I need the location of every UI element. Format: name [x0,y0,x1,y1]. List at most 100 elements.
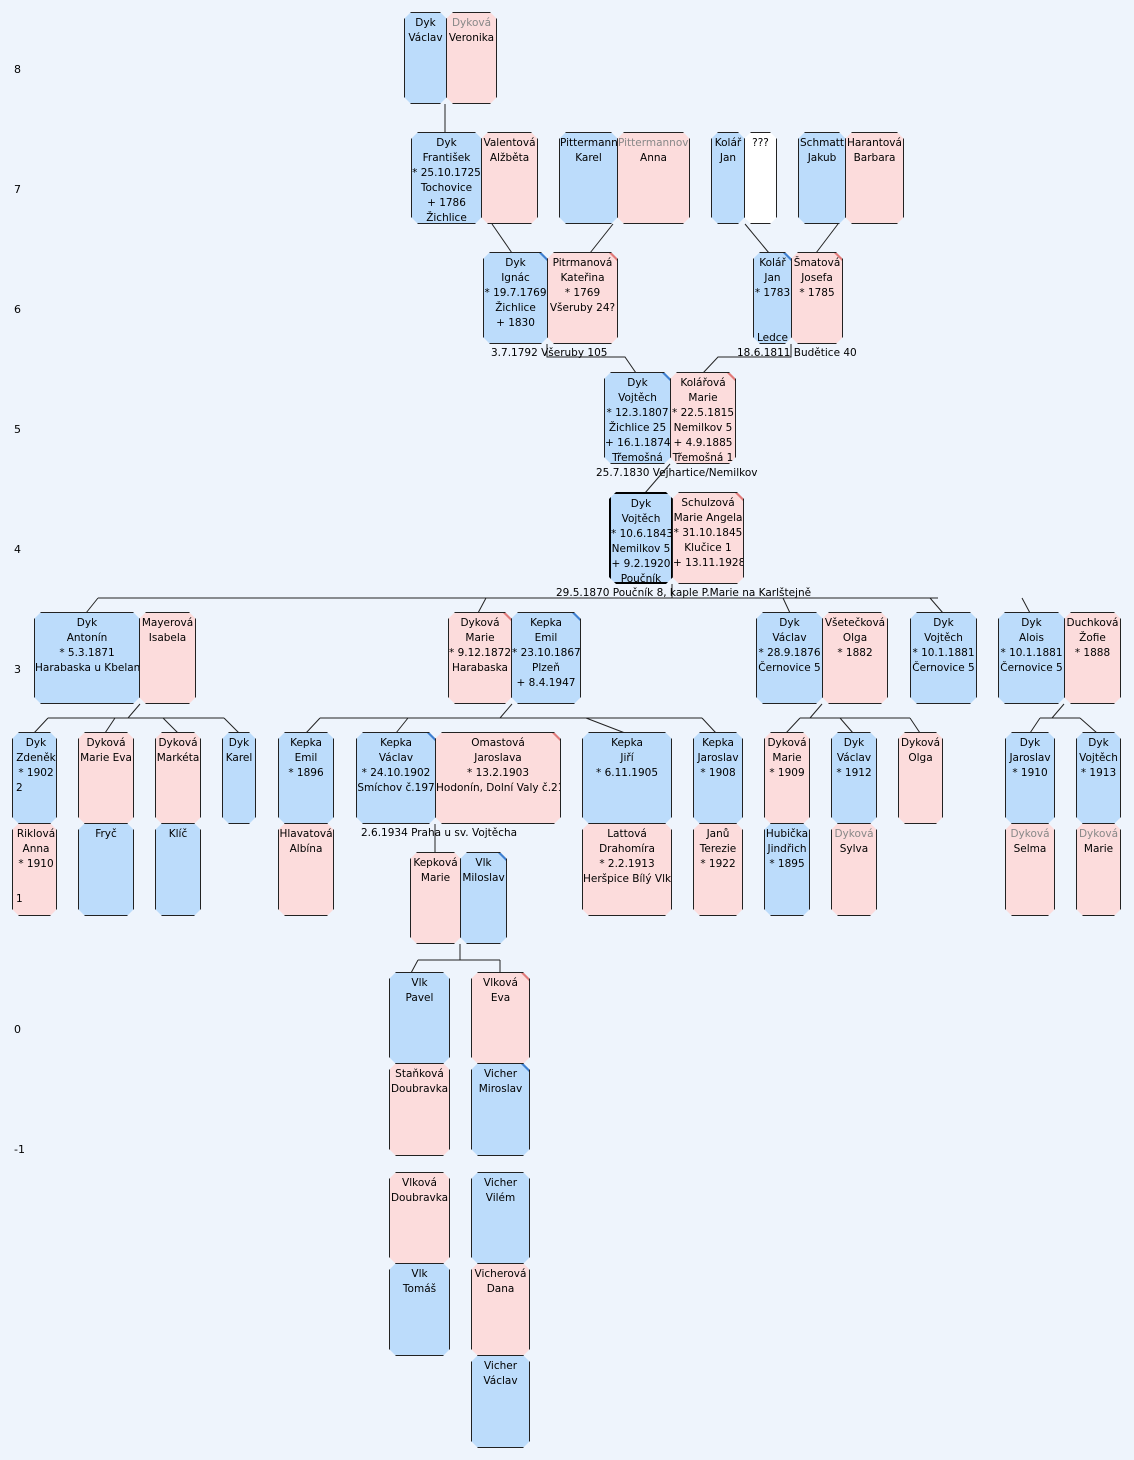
person-card-female[interactable]: Dyková Marie * 1909 [764,732,810,824]
person-card-female[interactable]: Valentová Alžběta [481,132,538,224]
person-card-female[interactable]: Duchková Žofie * 1888 [1064,612,1121,704]
person-card-male[interactable]: Dyk Zdeněk * 1902 2 [12,732,57,824]
person-card-male[interactable]: Fryč [78,823,134,916]
person-surname: Dyk [228,737,250,749]
person-card-female[interactable]: Dyková Markéta [155,732,201,824]
birth-date: * 1785 [799,287,835,299]
person-card-male[interactable]: Kolář Jan [711,132,745,224]
person-surname: Riklová [16,828,56,840]
person-name: Václav [483,1375,518,1387]
person-surname: Hlavatová [279,828,333,840]
person-card-male[interactable]: Dyk Vojtěch * 12.3.1807 Žichlice 25 + 16… [604,372,671,464]
person-card-female[interactable]: Dyková Sylva [831,823,877,916]
person-card-male-selected[interactable]: Dyk Vojtěch * 10.6.1843 Nemilkov 5 + 9.2… [609,492,673,584]
person-card-male[interactable]: Vicher Vilém [471,1172,530,1264]
birth-date: * 10.6.1843 [611,528,673,540]
generation-label: -1 [14,1143,25,1156]
person-name: Barbara [853,152,896,164]
person-card-female[interactable]: Vlková Eva [471,972,530,1064]
death-date: + 4.9.1885 [673,437,733,449]
person-card-male[interactable]: Dyk Václav [404,12,447,104]
person-card-female[interactable]: Vlková Doubravka [389,1172,450,1264]
person-card-female[interactable]: Všetečková Olga * 1882 [822,612,888,704]
person-card-female[interactable]: Kolářová Marie * 22.5.1815 Nemilkov 5 + … [670,372,736,464]
person-surname: Pitrmanová [552,257,613,269]
person-surname: Kepka [290,737,322,749]
person-card-male[interactable]: Dyk Vojtěch * 1913 [1076,732,1121,824]
person-card-female[interactable]: Janů Terezie * 1922 [693,823,743,916]
person-card-male[interactable]: Kepka Jaroslav * 1908 [693,732,743,824]
person-card-female[interactable]: Vicherová Dana [471,1263,530,1356]
person-name: Tomáš [402,1283,437,1295]
person-surname: Lattová [607,828,647,840]
person-card-male[interactable]: Kepka Václav * 24.10.1902 Smíchov č.197 [356,732,436,824]
person-card-male[interactable]: Hubička Jindřich * 1895 [764,823,810,916]
person-card-female[interactable]: Pittermannová Anna [617,132,690,224]
person-name: Alois [1019,632,1044,644]
person-card-male[interactable]: Vicher Václav [471,1355,530,1448]
person-card-male[interactable]: Dyk Karel [222,732,256,824]
generation-label: 6 [14,303,21,316]
person-card-female[interactable]: Lattová Drahomíra * 2.2.1913 Heršpice Bí… [582,823,672,916]
person-card-male[interactable]: Schmatt Jakub [798,132,846,224]
birth-date: * 13.2.1903 [466,767,530,779]
person-name: Vilém [485,1192,516,1204]
person-card-female[interactable]: Šmatová Josefa * 1785 [791,252,843,344]
person-card-male[interactable]: Vlk Pavel [389,972,450,1064]
person-name: Albína [289,843,323,855]
person-name: Pavel [405,992,434,1004]
person-card-male[interactable]: Dyk Jaroslav * 1910 [1005,732,1055,824]
person-card-female[interactable]: Dyková Marie Eva [78,732,134,824]
person-surname: Dyk [1021,617,1042,629]
person-surname: Dyková [158,737,198,749]
person-card-male[interactable]: Dyk Alois * 10.1.1881 Černovice 5 [998,612,1065,704]
person-surname: Dyk [1019,737,1041,749]
person-card-female[interactable]: Dyková Marie [1076,823,1121,916]
person-card-female[interactable]: Omastová Jaroslava * 13.2.1903 Hodonín, … [435,732,561,824]
person-surname: Dyková [460,617,500,629]
person-card-female[interactable]: Riklová Anna * 1910 1 [12,823,57,916]
birth-date: * 1922 [700,858,736,870]
person-card-male[interactable]: Vlk Tomáš [389,1263,450,1356]
person-card-male[interactable]: Dyk Václav * 1912 [831,732,877,824]
birth-place: Černovice 5 [758,662,821,674]
person-card-female[interactable]: Kepková Marie [410,852,461,944]
person-surname: Šmatová [793,257,841,269]
person-card-male[interactable]: Klíč [155,823,201,916]
person-card-unknown[interactable]: ??? [744,132,777,224]
person-surname: Kolářová [680,377,726,389]
person-card-male[interactable]: Kepka Emil * 1896 [278,732,334,824]
birth-place: Klučice 1 [684,542,732,554]
person-card-female[interactable]: Staňková Doubravka [389,1063,450,1156]
birth-date: * 1912 [836,767,872,779]
person-card-female[interactable]: Harantová Barbara [845,132,904,224]
person-surname: Vicher [483,1068,518,1080]
person-name: Marie [420,872,451,884]
person-card-male[interactable]: Kolář Jan * 1783 Ledce [753,252,792,344]
person-card-female[interactable]: Dyková Selma [1005,823,1055,916]
person-name: Markéta [156,752,200,764]
person-card-male[interactable]: Kepka Jiří * 6.11.1905 [582,732,672,824]
person-card-female[interactable]: Pitrmanová Kateřina * 1769 Všeruby 24? [547,252,618,344]
person-surname: Vlk [411,977,428,989]
person-card-female[interactable]: Dyková Veronika [446,12,497,104]
person-card-male[interactable]: Dyk Vojtěch * 10.1.1881 Černovice 5 [910,612,977,704]
person-surname: Dyk [933,617,954,629]
person-card-female[interactable]: Hlavatová Albína [278,823,334,916]
birth-date: * 1888 [1074,647,1111,659]
person-card-female[interactable]: Schulzová Marie Angela * 31.10.1845 Kluč… [672,492,744,584]
person-card-male[interactable]: Dyk Ignác * 19.7.1769 Žichlice + 1830 [483,252,548,344]
person-card-female[interactable]: Dyková Marie * 9.12.1872 Harabaska [448,612,512,704]
person-card-male[interactable]: Dyk František * 25.10.1725 Tochovice + 1… [411,132,482,224]
person-card-male[interactable]: Dyk Antonín * 5.3.1871 Harabaska u Kbela… [34,612,140,704]
person-card-male[interactable]: Vlk Miloslav [460,852,507,944]
person-card-male[interactable]: Dyk Václav * 28.9.1876 Černovice 5 [756,612,823,704]
death-place: Třemošná 1 [672,452,734,464]
birth-date: * 19.7.1769 [484,287,547,299]
person-card-male[interactable]: Pittermann Karel [559,132,618,224]
person-card-female[interactable]: Mayerová Isabela [139,612,196,704]
person-card-male[interactable]: Kepka Emil * 23.10.1867 Plzeň + 8.4.1947 [511,612,581,704]
person-card-male[interactable]: Vicher Miroslav [471,1063,530,1156]
person-card-female[interactable]: Dyková Olga [898,732,943,824]
birth-place: Žichlice 25 [608,422,667,434]
